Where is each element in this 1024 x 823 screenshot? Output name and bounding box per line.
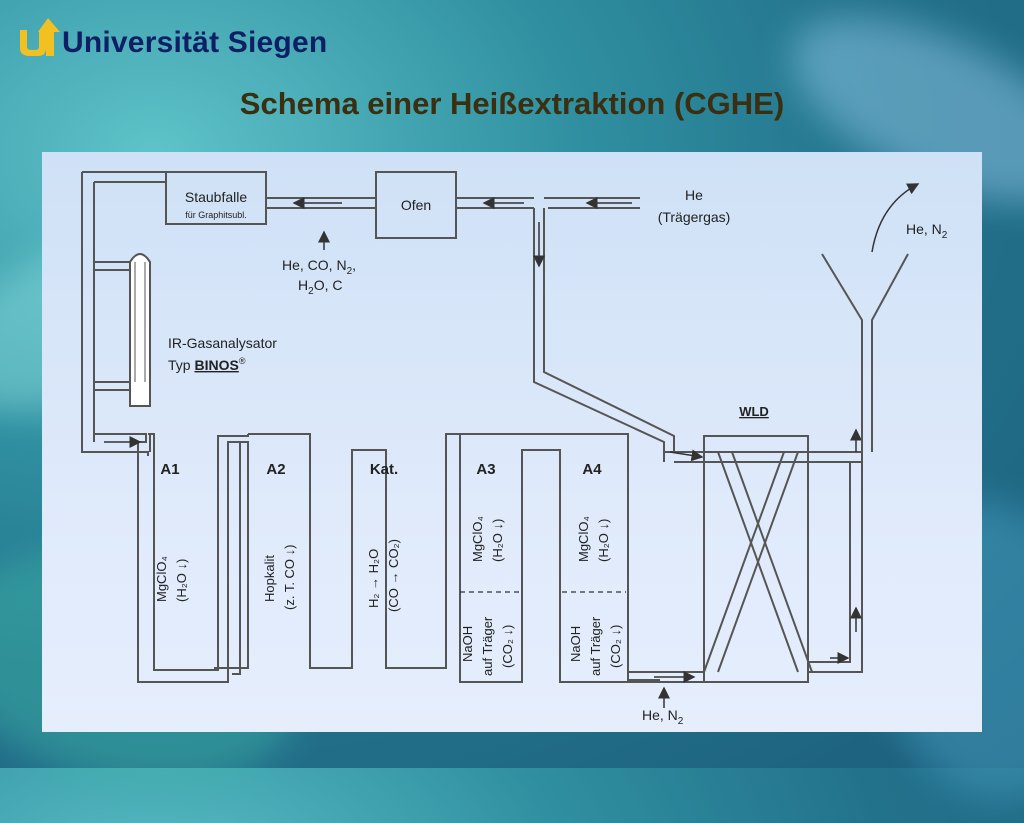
exhaust-arrow [871,183,920,253]
exhaust-funnel [821,253,909,452]
wld-detector [664,435,863,683]
a4-reagent: MgClO₄ [576,516,591,562]
ofen-label: Ofen [401,197,431,213]
a4-absorbs: (H₂O ↓) [596,519,611,562]
ofen-box [375,171,457,239]
column-label-a2: A2 [266,461,285,478]
cghe-schematic: Staubfalle für Graphitsubl. Ofen He (Trä… [81,171,948,727]
a3-absorbs: (H₂O ↓) [490,519,505,562]
absorber-walls [81,433,660,683]
university-logo [20,18,60,56]
column-label-a3: A3 [476,461,495,478]
he-n2-exhaust-label: He, N2 [906,221,948,241]
kat-reaction2: (CO → CO₂) [386,539,401,612]
he-carrier-sublabel: (Trägergas) [658,209,731,225]
kat-reaction1: H₂ → H₂O [366,549,381,608]
gases-label-line2: H2O, C [298,277,342,297]
column-label-a4: A4 [582,461,602,478]
a1-absorbs: (H₂O ↓) [174,559,189,602]
diagram-panel: Staubfalle für Graphitsubl. Ofen He (Trä… [42,152,982,732]
a4-lower2: auf Träger [588,616,603,676]
a2-absorbs: (z. T. CO ↓) [282,545,297,610]
flow-arrow [669,449,704,462]
staubfalle-box [165,171,267,225]
gases-label-line1: He, CO, N2, [282,257,356,277]
ir-label-line1: IR-Gasanalysator [168,335,277,351]
top-gas-line [81,171,675,462]
a3-lower1: NaOH [460,626,475,662]
university-name: Universität Siegen [62,26,328,59]
a3-lower2: auf Träger [480,616,495,676]
column-label-kat: Kat. [370,461,398,478]
he-carrier-label: He [685,187,703,203]
ir-label-line2: Typ BINOS® [168,356,246,373]
a1-reagent: MgClO₄ [154,556,169,602]
he-n2-inlet-label: He, N2 [642,707,684,727]
staubfalle-label: Staubfalle [185,189,247,205]
wld-label: WLD [739,404,769,419]
a4-lower3: (CO₂ ↓) [608,625,623,668]
column-label-a1: A1 [160,461,179,478]
a2-reagent: Hopkalit [262,555,277,602]
staubfalle-sublabel: für Graphitsubl. [185,210,247,220]
a3-lower3: (CO₂ ↓) [500,625,515,668]
ir-gasanalysator [94,253,151,407]
a4-lower1: NaOH [568,626,583,662]
a3-reagent: MgClO₄ [470,516,485,562]
slide-title: Schema einer Heißextraktion (CGHE) [239,86,785,121]
